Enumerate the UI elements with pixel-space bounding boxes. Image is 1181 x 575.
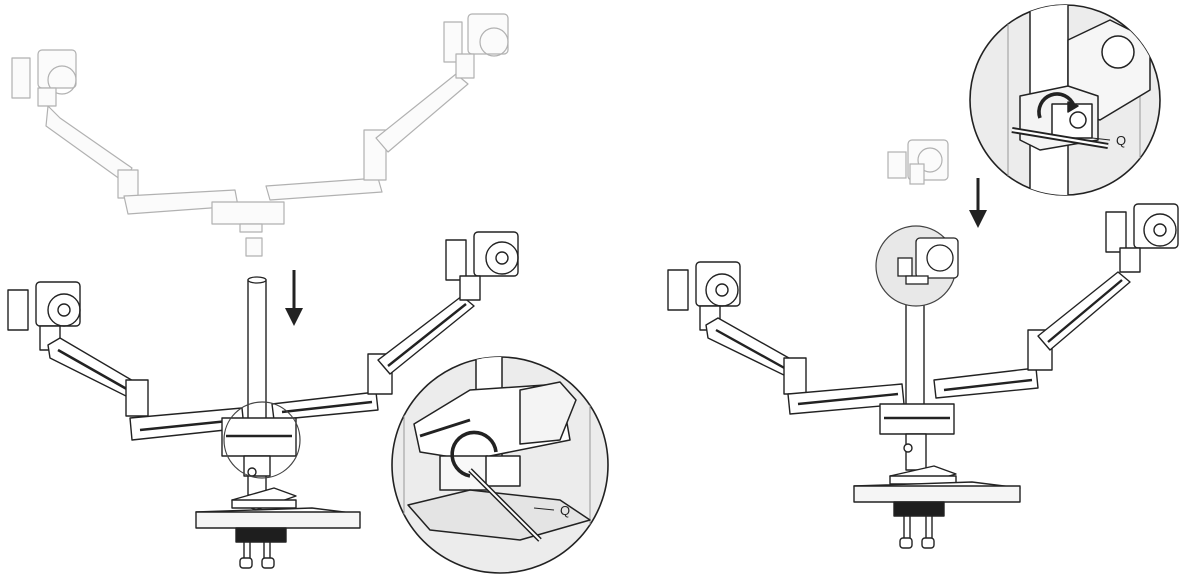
down-arrow-icon [285, 270, 303, 326]
detail-callout-left: Q [391, 356, 609, 574]
detail-focus-circle-left [223, 401, 301, 479]
detail-callout-right: Q [969, 4, 1161, 196]
detail-focus-circle-right [875, 225, 959, 307]
right-step-panel: Q [667, 4, 1179, 549]
ghost-arm-assembly [11, 13, 509, 257]
left-step-panel: Q [7, 13, 609, 574]
assembled-arm-left [7, 231, 519, 477]
assembled-arm-right [667, 203, 1179, 471]
ghost-center-bracket [887, 139, 949, 185]
desk-clamp-right [853, 465, 1021, 549]
desk-clamp-left [195, 487, 361, 569]
allen-key-label-right: Q [1116, 133, 1126, 148]
allen-key-label-left: Q [560, 503, 570, 518]
down-arrow-icon [969, 178, 987, 228]
